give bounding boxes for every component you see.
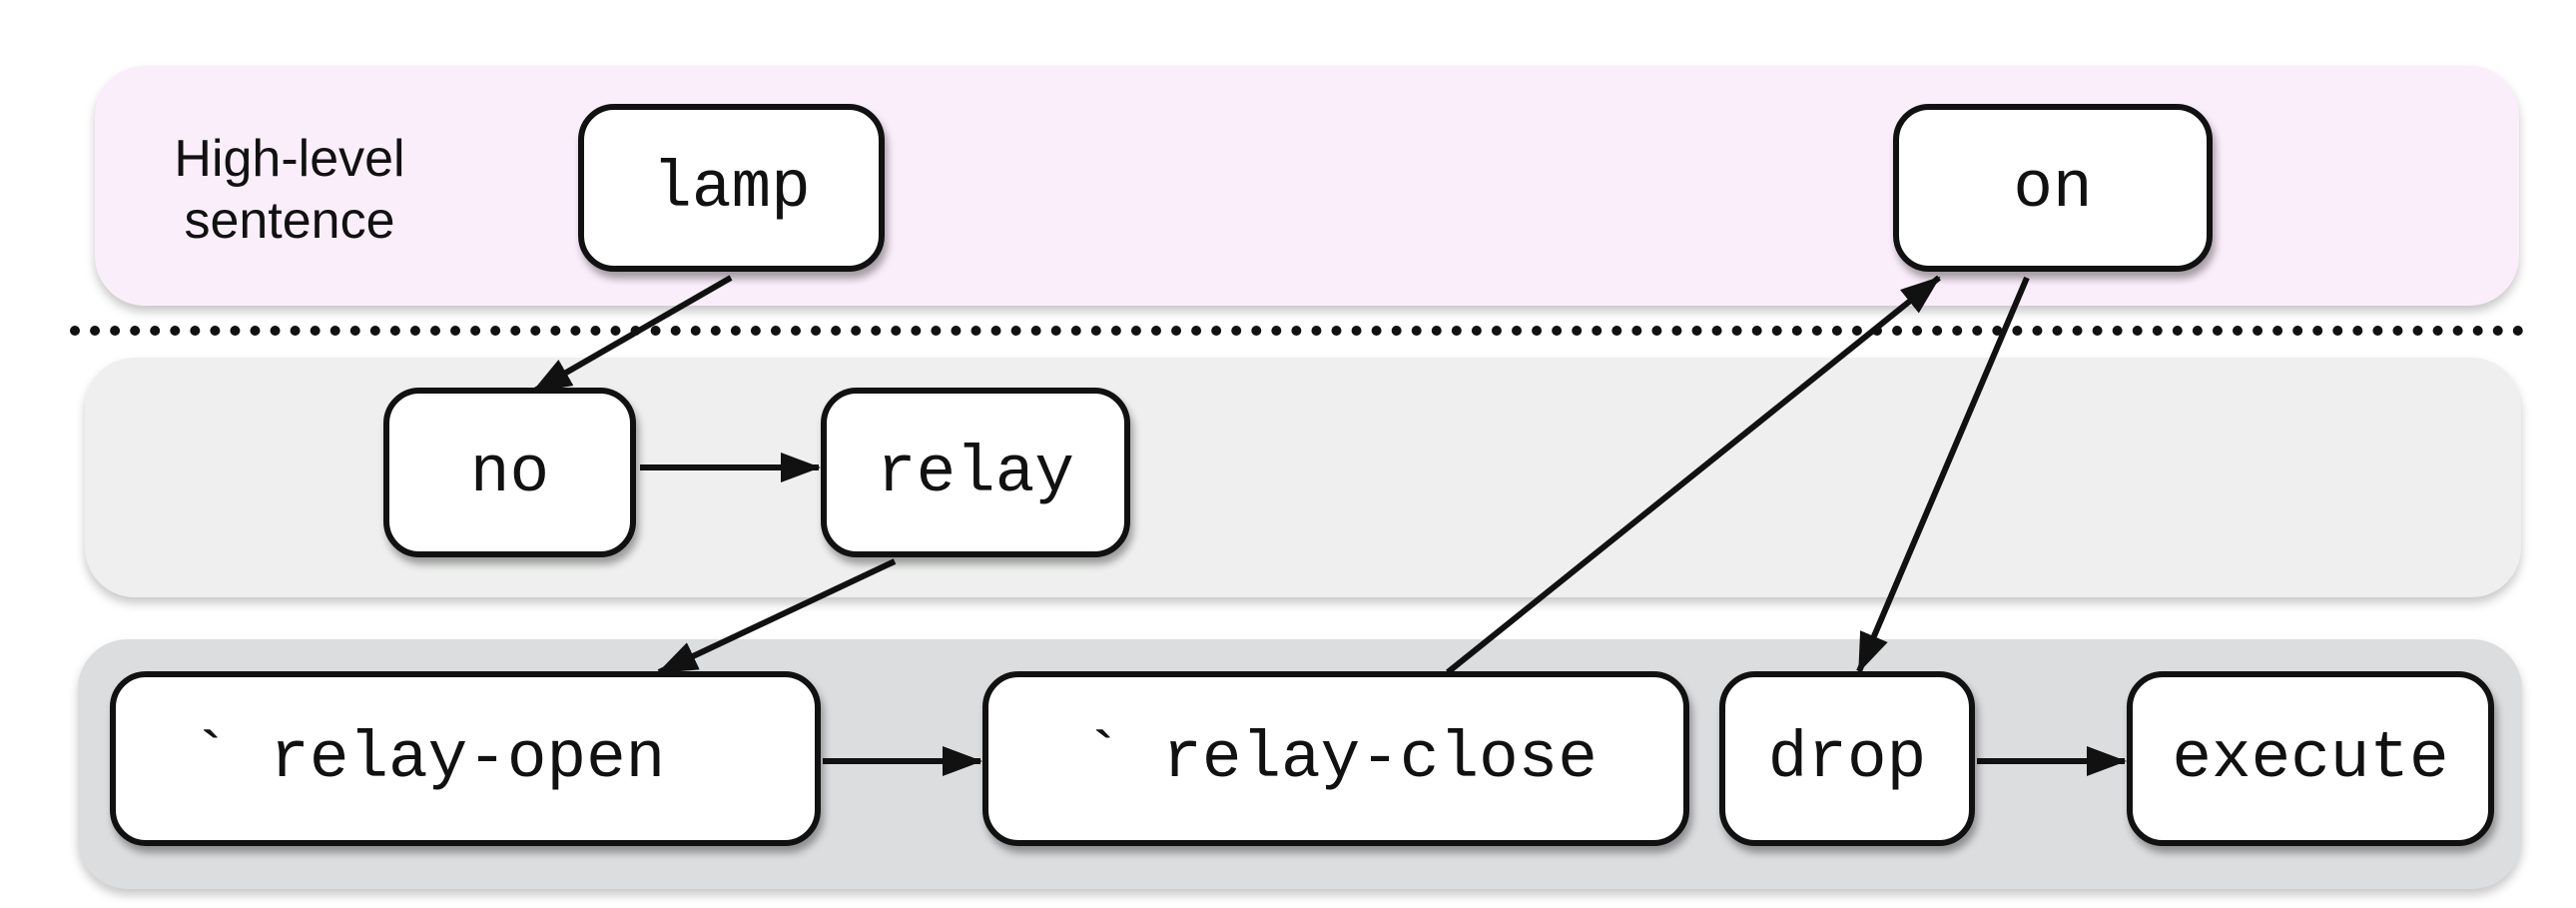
node-lamp: lamp: [578, 104, 885, 272]
dotted-separator: [70, 326, 2524, 336]
arrow-relay-close-to-on: [1446, 275, 1941, 675]
node-execute: execute: [2127, 671, 2494, 846]
arrow-lamp-to-no: [531, 275, 733, 395]
arrow-on-to-drop: [1856, 276, 2030, 673]
node-drop: drop: [1719, 671, 1975, 846]
node-no: no: [383, 388, 636, 557]
arrow-relay-to-relay-open: [657, 558, 897, 675]
node-relay-open: ` relay-open: [110, 671, 821, 846]
node-relay-close: ` relay-close: [982, 671, 1689, 846]
node-on: on: [1893, 104, 2213, 272]
band-label-high-level-sentence: High-level sentence: [174, 130, 405, 250]
node-relay: relay: [821, 388, 1130, 557]
